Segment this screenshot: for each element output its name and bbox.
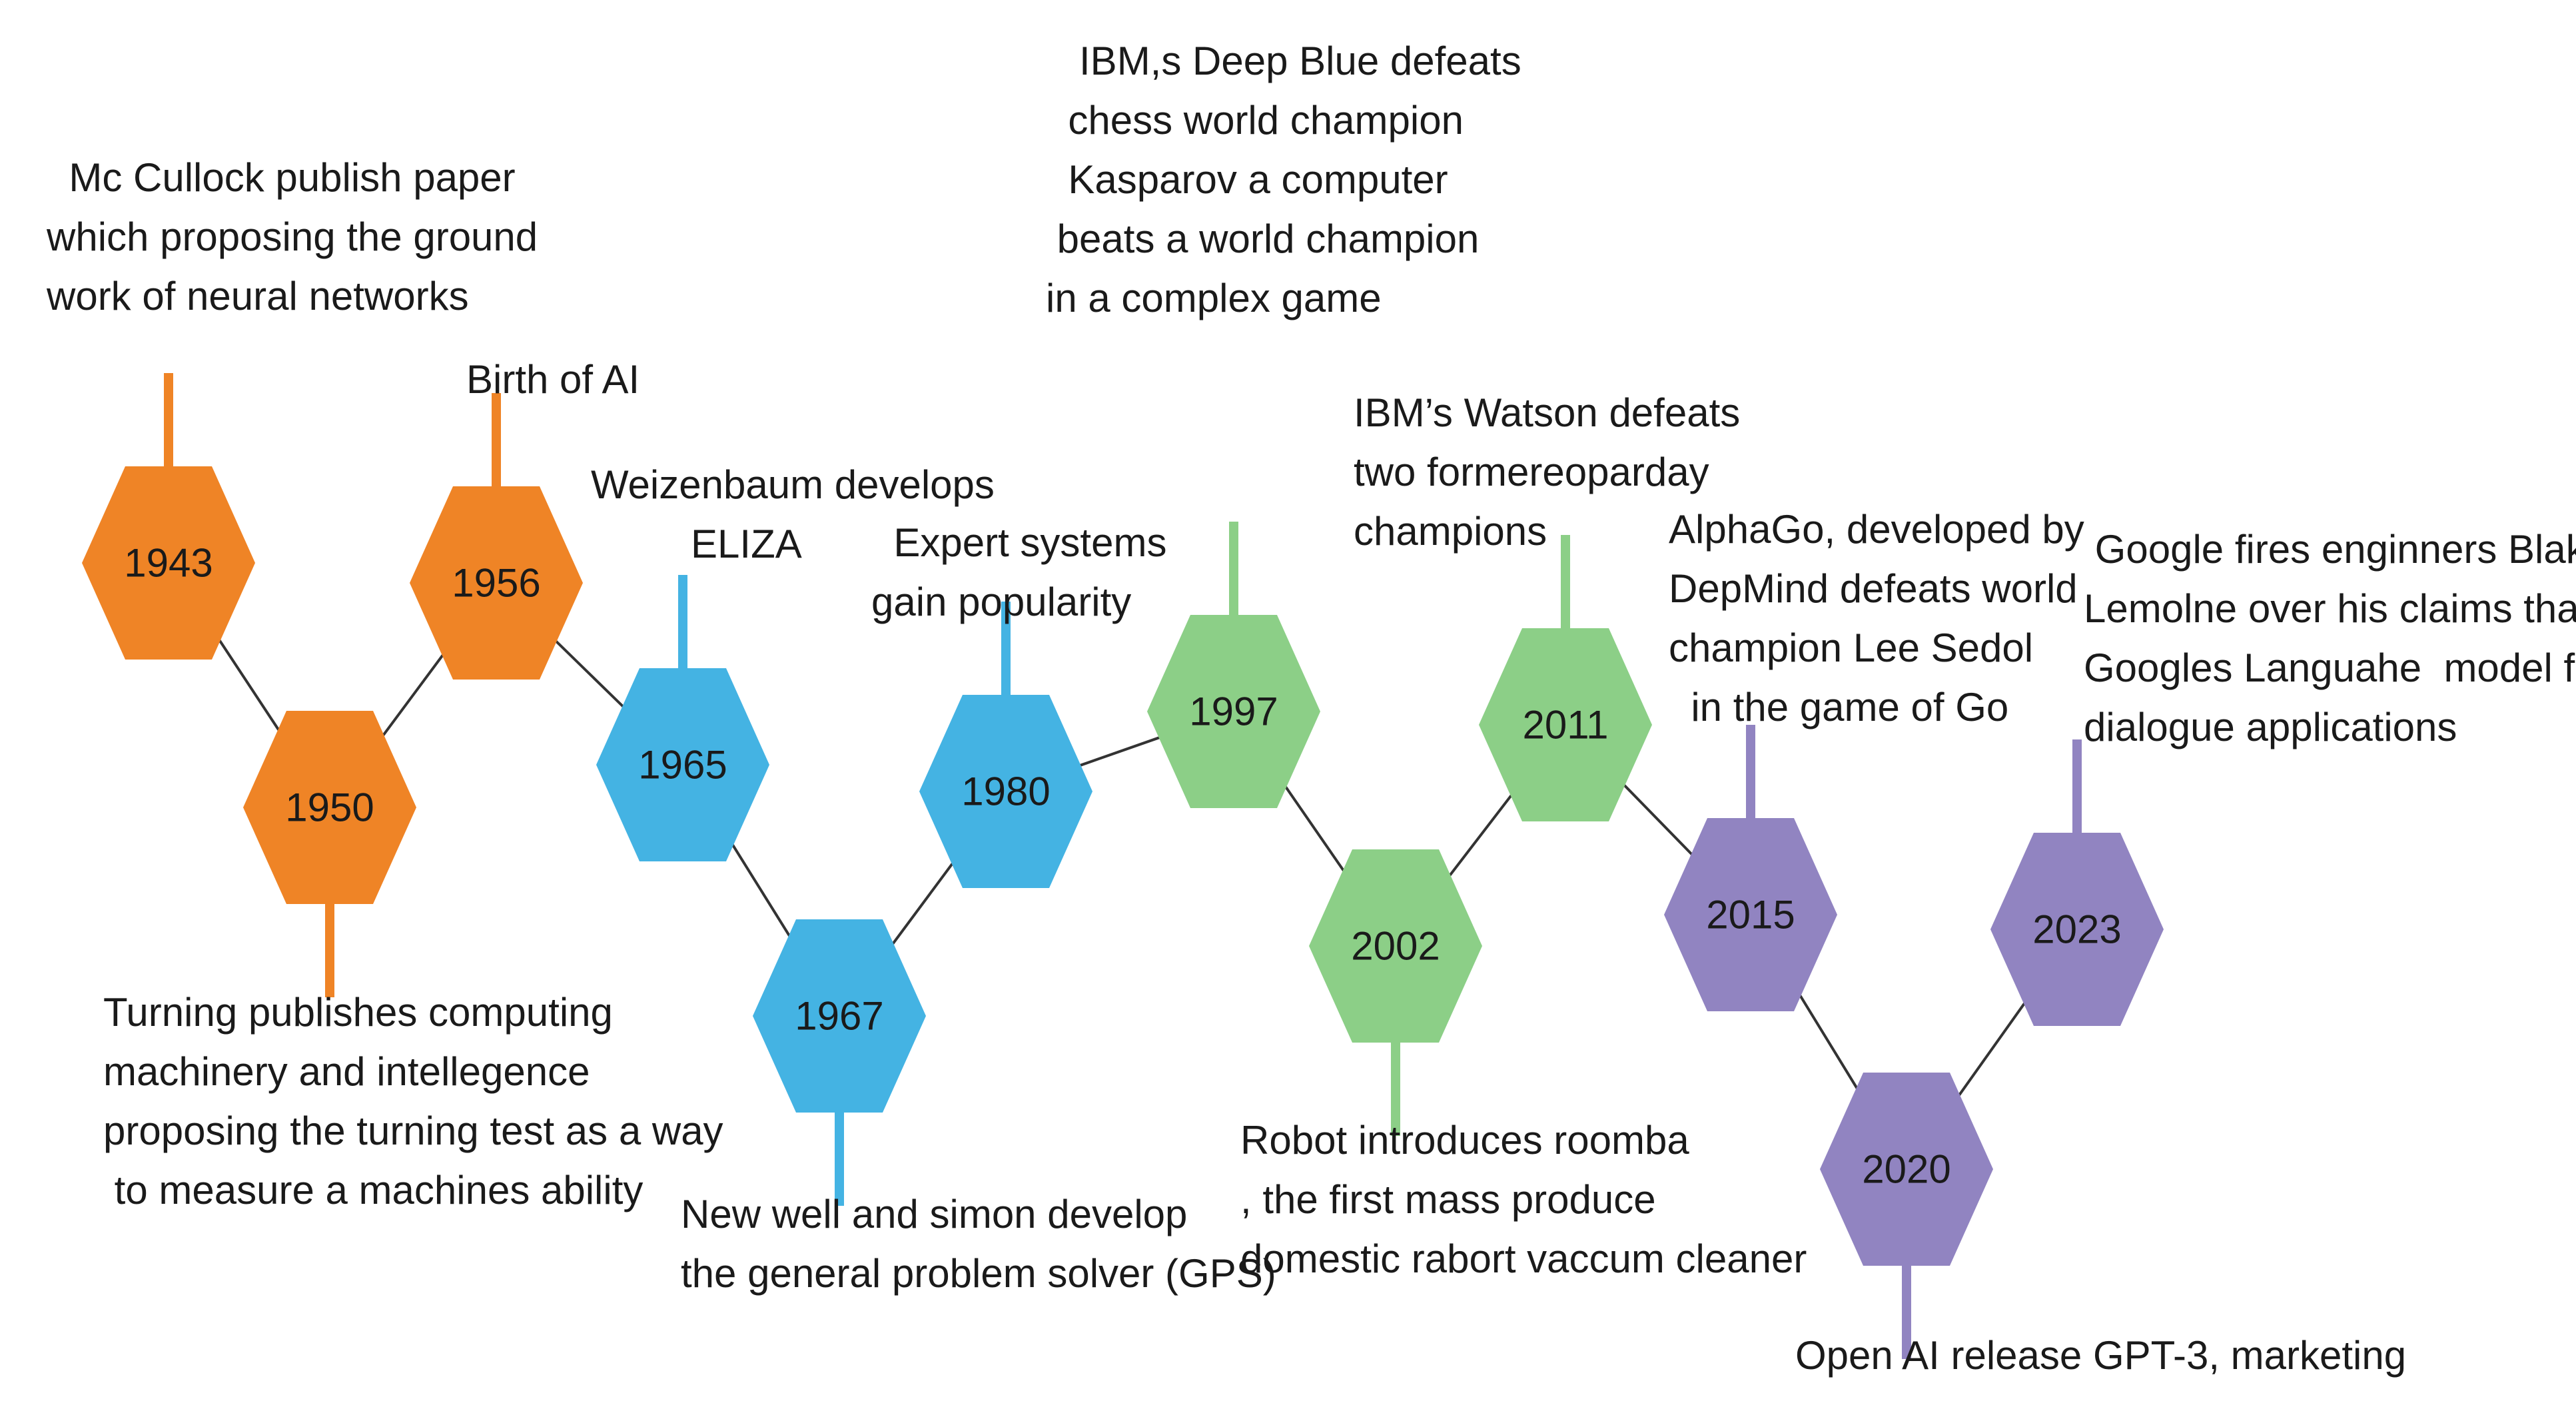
connector-line: [1442, 786, 1519, 885]
year-label: 2023: [2032, 907, 2121, 952]
event-description-1997: IBM,s Deep Blue defeats chess world cham…: [1046, 39, 1521, 320]
event-description-1943: Mc Cullock publish paper which proposing…: [47, 155, 538, 318]
connector-line: [1619, 780, 1697, 859]
year-label: 2002: [1351, 924, 1440, 969]
year-label: 1956: [452, 561, 540, 606]
stem-lines: [164, 373, 2082, 1359]
year-node-2023: 2023: [1990, 833, 2164, 1026]
event-description-2020: Open AI release GPT-3, marketing: [1795, 1333, 2407, 1378]
connector-line: [211, 628, 288, 743]
event-description-2011: IBM’s Watson defeats two formereoparday …: [1354, 390, 1741, 554]
year-node-2002: 2002: [1309, 849, 1482, 1043]
year-node-1967: 1967: [753, 919, 926, 1113]
year-node-2015: 2015: [1664, 818, 1837, 1011]
event-description-2002: Robot introduces roomba , the first mass…: [1240, 1118, 1807, 1281]
hexagon-shape: [410, 486, 583, 680]
connector-line: [1079, 736, 1160, 767]
hexagon-shape: [1479, 628, 1652, 821]
year-node-1950: 1950: [243, 711, 416, 904]
connector-line: [1950, 993, 2033, 1106]
year-node-1943: 1943: [82, 466, 255, 660]
connector-lines: [211, 628, 2033, 1106]
hexagon-shape: [753, 919, 926, 1113]
hexagon-shape: [243, 711, 416, 904]
year-node-1997: 1997: [1147, 615, 1320, 808]
year-node-2020: 2020: [1820, 1073, 1993, 1266]
event-description-1980: Expert systems gain popularity: [871, 520, 1167, 624]
event-description-1965: Weizenbaum develops ELIZA: [591, 462, 995, 566]
event-description-2015: AlphaGo, developed by DepMind defeats wo…: [1669, 507, 2084, 729]
hexagon-shape: [596, 668, 769, 861]
year-label: 1943: [124, 541, 213, 586]
year-nodes: 1943 1950 1956 1965 1967 1980 1997 2002 2011 2015…: [82, 466, 2164, 1266]
connector-line: [1790, 981, 1867, 1103]
year-node-1965: 1965: [596, 668, 769, 861]
year-node-1980: 1980: [919, 695, 1092, 888]
year-node-2011: 2011: [1479, 628, 1652, 821]
hexagon-shape: [919, 695, 1092, 888]
year-label: 2020: [1862, 1147, 1950, 1192]
year-label: 1967: [795, 994, 883, 1039]
connector-line: [375, 645, 451, 745]
hexagon-shape: [1309, 849, 1482, 1043]
year-label: 1950: [285, 785, 374, 830]
year-label: 1965: [638, 743, 727, 787]
hexagon-shape: [1664, 818, 1837, 1011]
hexagon-shape: [1820, 1073, 1993, 1266]
year-label: 1980: [961, 769, 1050, 814]
year-label: 2015: [1706, 893, 1795, 937]
hexagon-shape: [1990, 833, 2164, 1026]
event-description-1950: Turning publishes computing machinery an…: [103, 990, 723, 1212]
event-description-1967: New well and simon develop the general p…: [681, 1192, 1276, 1296]
year-label: 2011: [1522, 703, 1608, 747]
year-label: 1997: [1189, 690, 1278, 734]
event-description-2023: Google fires enginners Blake Lemolne ove…: [2084, 527, 2576, 749]
connector-line: [885, 853, 961, 954]
connector-line: [723, 831, 799, 950]
connector-line: [552, 636, 628, 711]
connector-line: [1277, 775, 1352, 883]
year-node-1956: 1956: [410, 486, 583, 680]
event-description-1956: Birth of AI: [466, 357, 640, 402]
hexagon-shape: [82, 466, 255, 660]
hexagon-shape: [1147, 615, 1320, 808]
